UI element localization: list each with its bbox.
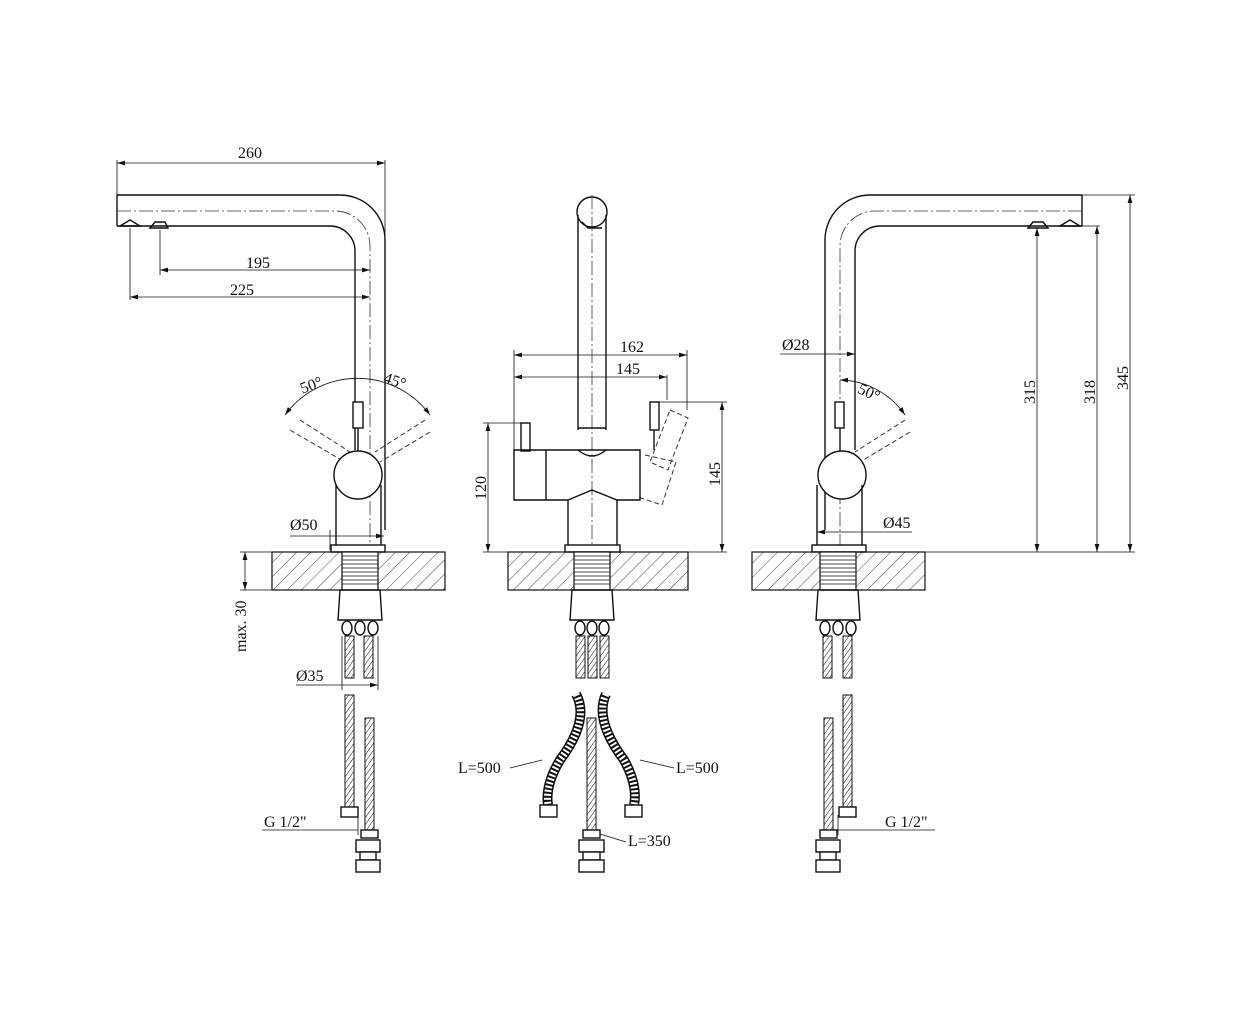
dim-body-diameter: Ø45 — [883, 515, 911, 532]
hose-center — [586, 717, 597, 831]
front-view: 162 145 120 145 L=500 L=500 L=350 — [458, 195, 727, 873]
hose — [344, 694, 355, 808]
lever — [352, 401, 364, 429]
dim-225: 225 — [230, 282, 254, 299]
angle-50-right: 50° — [855, 381, 882, 406]
dim-162: 162 — [620, 339, 644, 356]
hose-label-right: L=500 — [676, 760, 719, 777]
dim-max-30: max. 30 — [233, 600, 250, 652]
dim-120: 120 — [473, 476, 490, 500]
left-view: 260 195 225 50° 45° Ø50 max. 30 Ø35 G 1/… — [116, 145, 446, 873]
dim-345: 345 — [1115, 366, 1132, 390]
left-handle — [520, 422, 531, 452]
angle-45: 45° — [381, 370, 408, 393]
right-handle — [649, 401, 660, 431]
dim-145-width: 145 — [616, 361, 640, 378]
thread-label-right: G 1/2" — [885, 814, 928, 831]
hose-label-center: L=350 — [628, 833, 671, 850]
hose — [364, 717, 375, 831]
dim-260: 260 — [238, 145, 262, 162]
dim-318: 318 — [1082, 380, 1099, 404]
dim-tube-diameter: Ø28 — [782, 337, 810, 354]
angle-50: 50° — [298, 374, 325, 398]
dim-195: 195 — [246, 255, 270, 272]
dim-145-height: 145 — [707, 462, 724, 486]
aerator-outlet — [117, 219, 170, 229]
right-view: Ø28 50° Ø45 315 318 345 G 1/2" — [751, 194, 1135, 873]
dim-base-diameter: Ø50 — [290, 517, 318, 534]
hose-label-left: L=500 — [458, 760, 501, 777]
dim-315: 315 — [1022, 380, 1039, 404]
dim-shank-diameter: Ø35 — [296, 668, 324, 685]
thread-label-left: G 1/2" — [264, 814, 307, 831]
mixer-body — [333, 450, 383, 500]
